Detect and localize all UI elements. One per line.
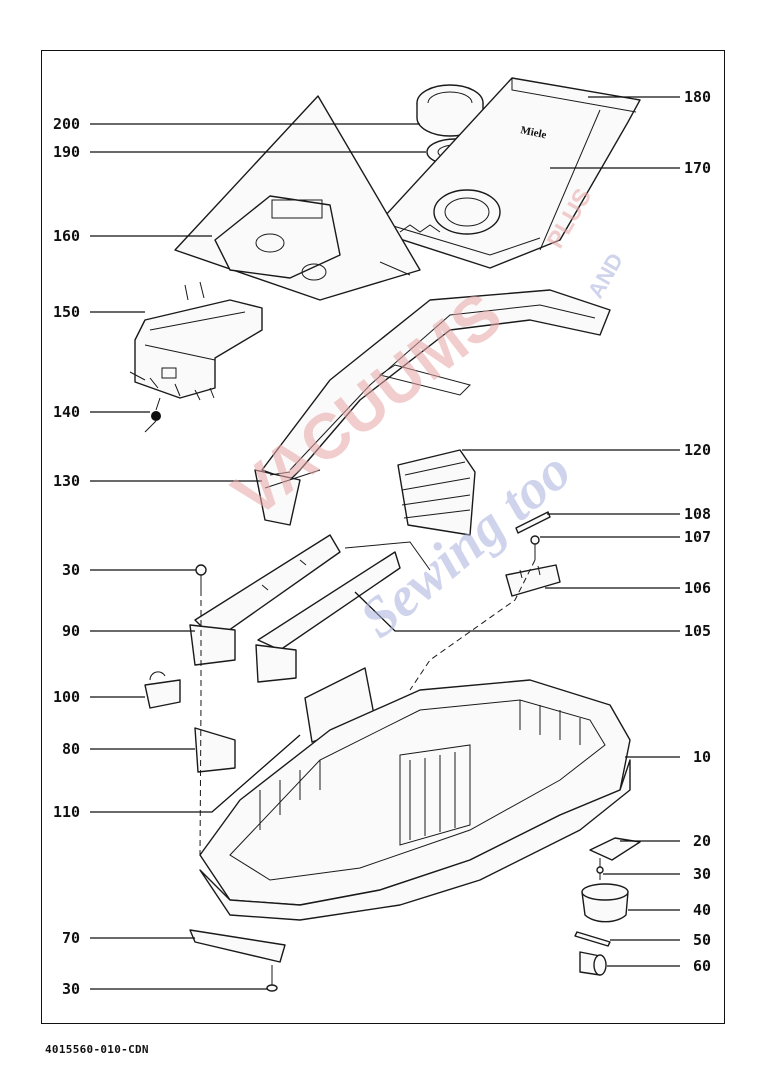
callout-130: 130 <box>53 472 80 490</box>
document-number: 4015560-010-CDN <box>45 1043 149 1056</box>
part-130-handle-frame <box>254 289 611 526</box>
callout-190: 190 <box>53 143 80 161</box>
callout-100: 100 <box>53 688 80 706</box>
part-105-cover <box>255 541 431 683</box>
callout-70: 70 <box>62 929 80 947</box>
callout-labels: 180 200 190 170 160 150 140 120 130 108 … <box>53 88 711 998</box>
part-40-caster <box>581 883 629 923</box>
part-107-screw <box>530 535 540 560</box>
callout-160: 160 <box>53 227 80 245</box>
assembly-guide-line-2 <box>409 559 536 691</box>
callout-180: 180 <box>684 88 711 106</box>
callout-60: 60 <box>693 957 711 975</box>
callout-90: 90 <box>62 622 80 640</box>
callout-30-bottom: 30 <box>62 980 80 998</box>
part-140-spring <box>144 397 161 433</box>
part-60-wheel <box>579 951 607 976</box>
part-150-bag-holder <box>129 281 263 401</box>
callout-170: 170 <box>684 159 711 177</box>
drawing-frame <box>41 50 725 1024</box>
callout-108: 108 <box>684 505 711 523</box>
callout-20: 20 <box>693 832 711 850</box>
part-70-grip <box>189 929 286 963</box>
bag-brand-text: Miele <box>519 124 547 141</box>
callout-106: 106 <box>684 579 711 597</box>
part-100-socket <box>144 671 181 709</box>
part-30c-screw <box>266 965 278 992</box>
part-106-switch <box>505 564 561 597</box>
callout-107: 107 <box>684 528 711 546</box>
part-10-housing <box>199 679 631 921</box>
callout-30-top: 30 <box>62 561 80 579</box>
callout-30-caster: 30 <box>693 865 711 883</box>
part-80-bracket <box>194 727 236 773</box>
assembly-guide-line <box>199 590 202 856</box>
callout-140: 140 <box>53 403 80 421</box>
callout-50: 50 <box>693 931 711 949</box>
part-120-filter <box>397 449 476 536</box>
callout-10: 10 <box>693 748 711 766</box>
part-50-axle <box>574 931 611 947</box>
callout-110: 110 <box>53 803 80 821</box>
part-108-pin <box>515 511 551 534</box>
callout-105: 105 <box>684 622 711 640</box>
callout-80: 80 <box>62 740 80 758</box>
part-30a-screw <box>195 564 207 590</box>
part-20-caster-bracket <box>589 837 641 861</box>
leader-lines <box>90 96 680 990</box>
callout-150: 150 <box>53 303 80 321</box>
callout-40: 40 <box>693 901 711 919</box>
part-30b-screw <box>596 858 604 880</box>
part-170-dust-bag: Miele <box>371 77 641 269</box>
part-160-bag-sheet <box>174 95 421 301</box>
callout-120: 120 <box>684 441 711 459</box>
callout-200: 200 <box>53 115 80 133</box>
